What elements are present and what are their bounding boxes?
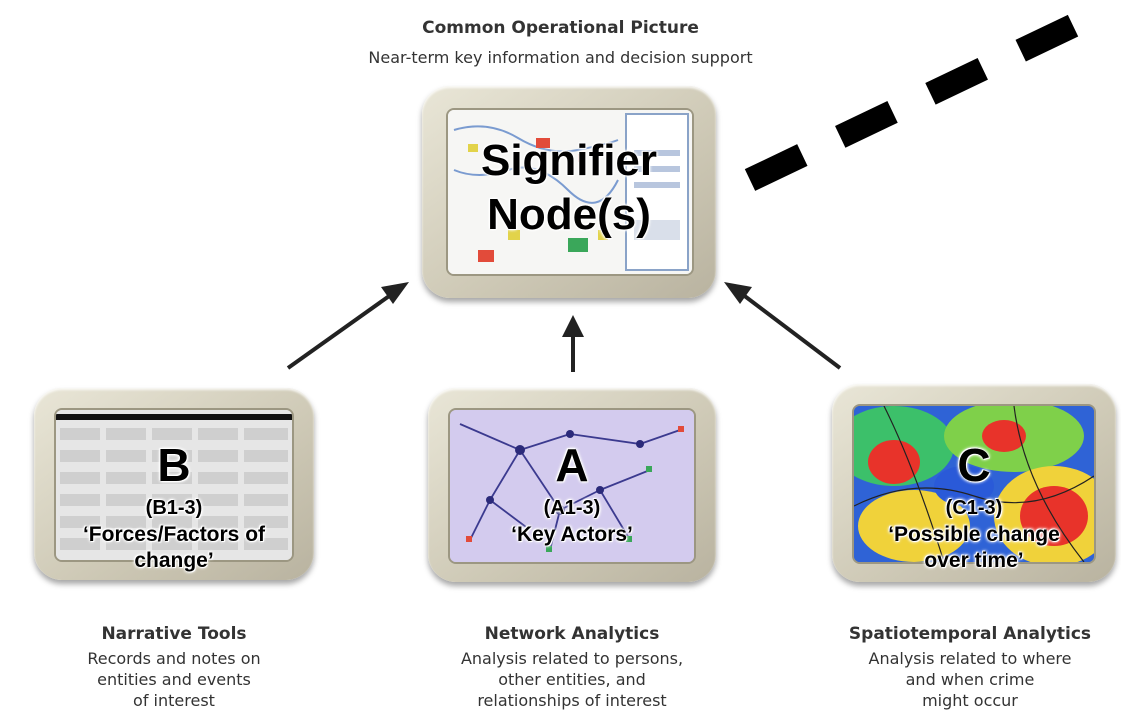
panel-c-screen	[852, 404, 1096, 564]
network-thumbnail	[450, 410, 694, 562]
center-node-label-line2: Node(s)	[487, 190, 651, 239]
diagram-title: Common Operational Picture	[422, 18, 699, 38]
caption-narrative-line1: Records and notes on	[87, 649, 261, 668]
center-node-label-line1: Signifier	[480, 136, 658, 185]
table-thumbnail	[56, 410, 292, 560]
panel-a-code: (A1-3)	[543, 497, 601, 519]
caption-narrative-line3: of interest	[133, 691, 215, 710]
arrow-left-to-center	[286, 282, 409, 370]
caption-network-title: Network Analytics	[484, 624, 660, 644]
panel-a-screen	[448, 408, 696, 564]
caption-spatiotemporal-line2: and when crime	[905, 670, 1035, 689]
dashed-link	[744, 0, 1116, 191]
arrow-middle-to-center	[562, 315, 584, 372]
caption-spatiotemporal-title: Spatiotemporal Analytics	[848, 624, 1092, 644]
panel-b-screen	[54, 408, 294, 562]
caption-network-line2: other entities, and	[498, 670, 646, 689]
panel-b-label-line2: change’	[134, 549, 214, 572]
arrow-right-to-center	[724, 282, 842, 370]
center-node-frame: Signifier Node(s)	[422, 86, 716, 298]
panel-b-label-line1: ‘Forces/Factors of	[82, 523, 266, 546]
caption-narrative-title: Narrative Tools	[101, 624, 247, 644]
caption-narrative-line2: entities and events	[97, 670, 251, 689]
panel-c-label-line2: over time’	[924, 549, 1024, 572]
caption-network-analytics: Network Analytics Analysis related to pe…	[422, 624, 722, 711]
caption-spatiotemporal-line3: might occur	[922, 691, 1018, 710]
panel-b-letter: B	[157, 439, 191, 491]
panel-b-frame: B (B1-3) ‘Forces/Factors of change’	[34, 388, 314, 580]
center-node-screen	[446, 108, 694, 276]
panel-b-code: (B1-3)	[145, 497, 203, 519]
panel-a-letter: A	[555, 439, 589, 491]
diagram-subtitle: Near-term key information and decision s…	[368, 48, 753, 67]
panel-a-label-line1: ‘Key Actors’	[511, 523, 633, 546]
caption-spatiotemporal-line1: Analysis related to where	[868, 649, 1072, 668]
caption-network-line1: Analysis related to persons,	[460, 649, 684, 668]
caption-narrative-tools: Narrative Tools Records and notes on ent…	[34, 624, 314, 711]
panel-c-frame: C (C1-3) ‘Possible change over time’	[832, 384, 1116, 582]
panel-c-code: (C1-3)	[945, 497, 1003, 519]
dashboard-thumbnail	[448, 110, 692, 274]
panel-c-letter: C	[957, 439, 991, 491]
heatmap-thumbnail	[854, 406, 1094, 562]
caption-spatiotemporal-analytics: Spatiotemporal Analytics Analysis relate…	[824, 624, 1116, 711]
panel-c-label-line1: ‘Possible change	[888, 523, 1060, 546]
panel-a-frame: A (A1-3) ‘Key Actors’	[428, 388, 716, 582]
caption-network-line3: relationships of interest	[477, 691, 667, 710]
